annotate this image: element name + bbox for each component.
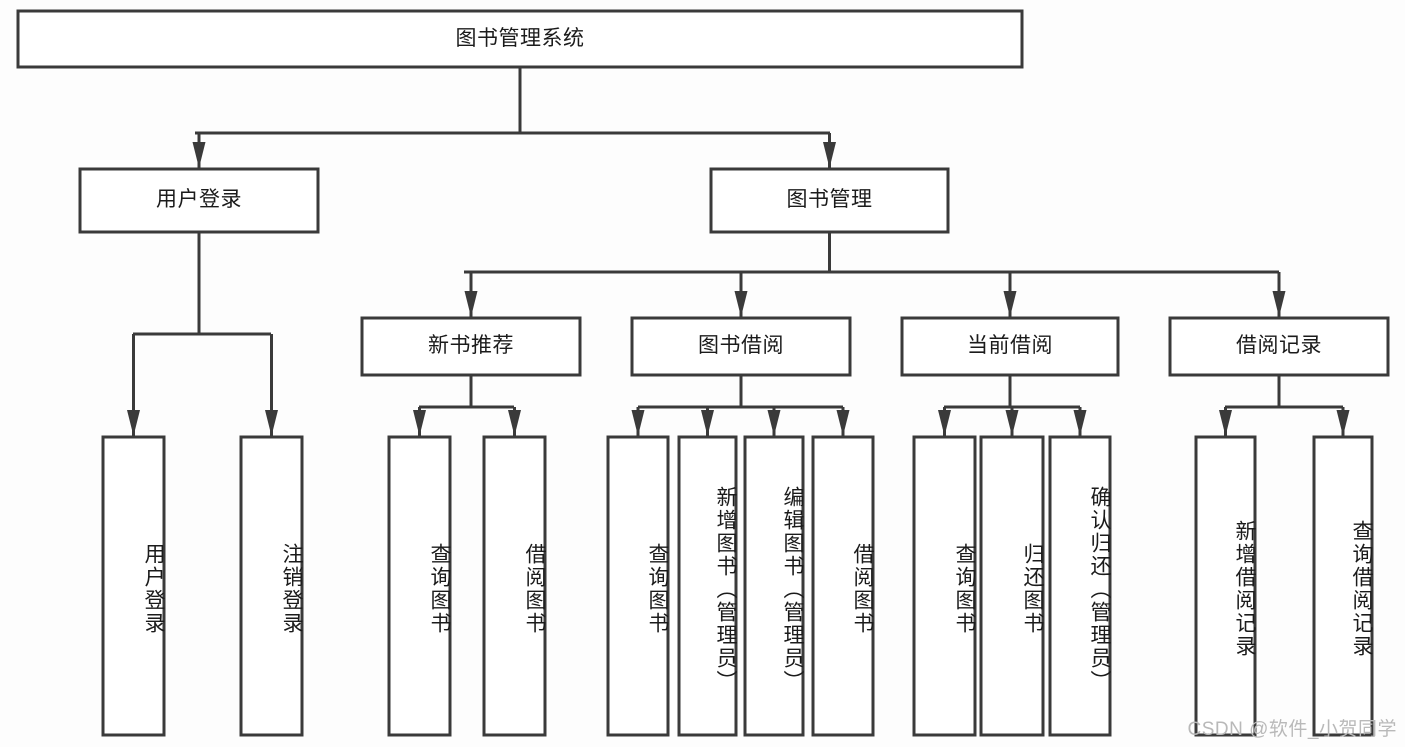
node-box-leaf-query-book-3[interactable] <box>912 435 977 737</box>
node-box-user-login[interactable] <box>78 167 320 234</box>
arrow-head <box>1336 410 1350 436</box>
node-box-leaf-borrow-book-1[interactable] <box>482 435 547 737</box>
node-box-new-book-rec[interactable] <box>360 316 582 377</box>
node-box-leaf-borrow-book-2[interactable] <box>811 435 875 737</box>
node-box-leaf-edit-book[interactable] <box>743 435 805 737</box>
arrow-head <box>1003 291 1017 317</box>
node-box-root[interactable] <box>16 9 1024 69</box>
arrow-head <box>1073 410 1087 436</box>
arrow-head <box>734 291 748 317</box>
node-box-leaf-confirm-return[interactable] <box>1048 435 1112 737</box>
arrow-head <box>938 410 951 436</box>
arrow-head <box>464 291 478 317</box>
arrow-head <box>836 410 850 436</box>
arrow-head <box>265 410 278 436</box>
node-box-borrow-record[interactable] <box>1168 316 1390 377</box>
node-box-leaf-query-book-1[interactable] <box>387 435 452 737</box>
node-box-leaf-add-record[interactable] <box>1194 435 1257 737</box>
arrow-head <box>631 410 645 436</box>
arrow-head <box>823 142 836 168</box>
node-box-leaf-user-login[interactable] <box>101 435 166 737</box>
node-box-leaf-return-book[interactable] <box>979 435 1045 737</box>
arrow-head <box>701 410 714 436</box>
node-box-leaf-query-book-2[interactable] <box>606 435 670 737</box>
arrow-head <box>192 142 206 168</box>
arrow-head <box>127 410 140 436</box>
arrow-head <box>1005 410 1019 436</box>
node-box-leaf-query-record[interactable] <box>1312 435 1374 737</box>
nodes-layer <box>16 9 1390 737</box>
node-box-leaf-user-logout[interactable] <box>239 435 304 737</box>
csdn-watermark: CSDN @软件_小贺同学 <box>1187 719 1397 740</box>
node-box-book-manage[interactable] <box>709 167 950 234</box>
node-box-leaf-add-book[interactable] <box>677 435 738 737</box>
node-box-current-borrow[interactable] <box>900 316 1120 377</box>
arrow-head <box>413 410 426 436</box>
edges-layer <box>127 67 1350 436</box>
arrow-head <box>1219 410 1232 436</box>
arrow-head <box>767 410 781 436</box>
node-box-book-borrow[interactable] <box>630 316 852 377</box>
arrow-head <box>1272 291 1286 317</box>
arrow-head <box>508 410 521 436</box>
